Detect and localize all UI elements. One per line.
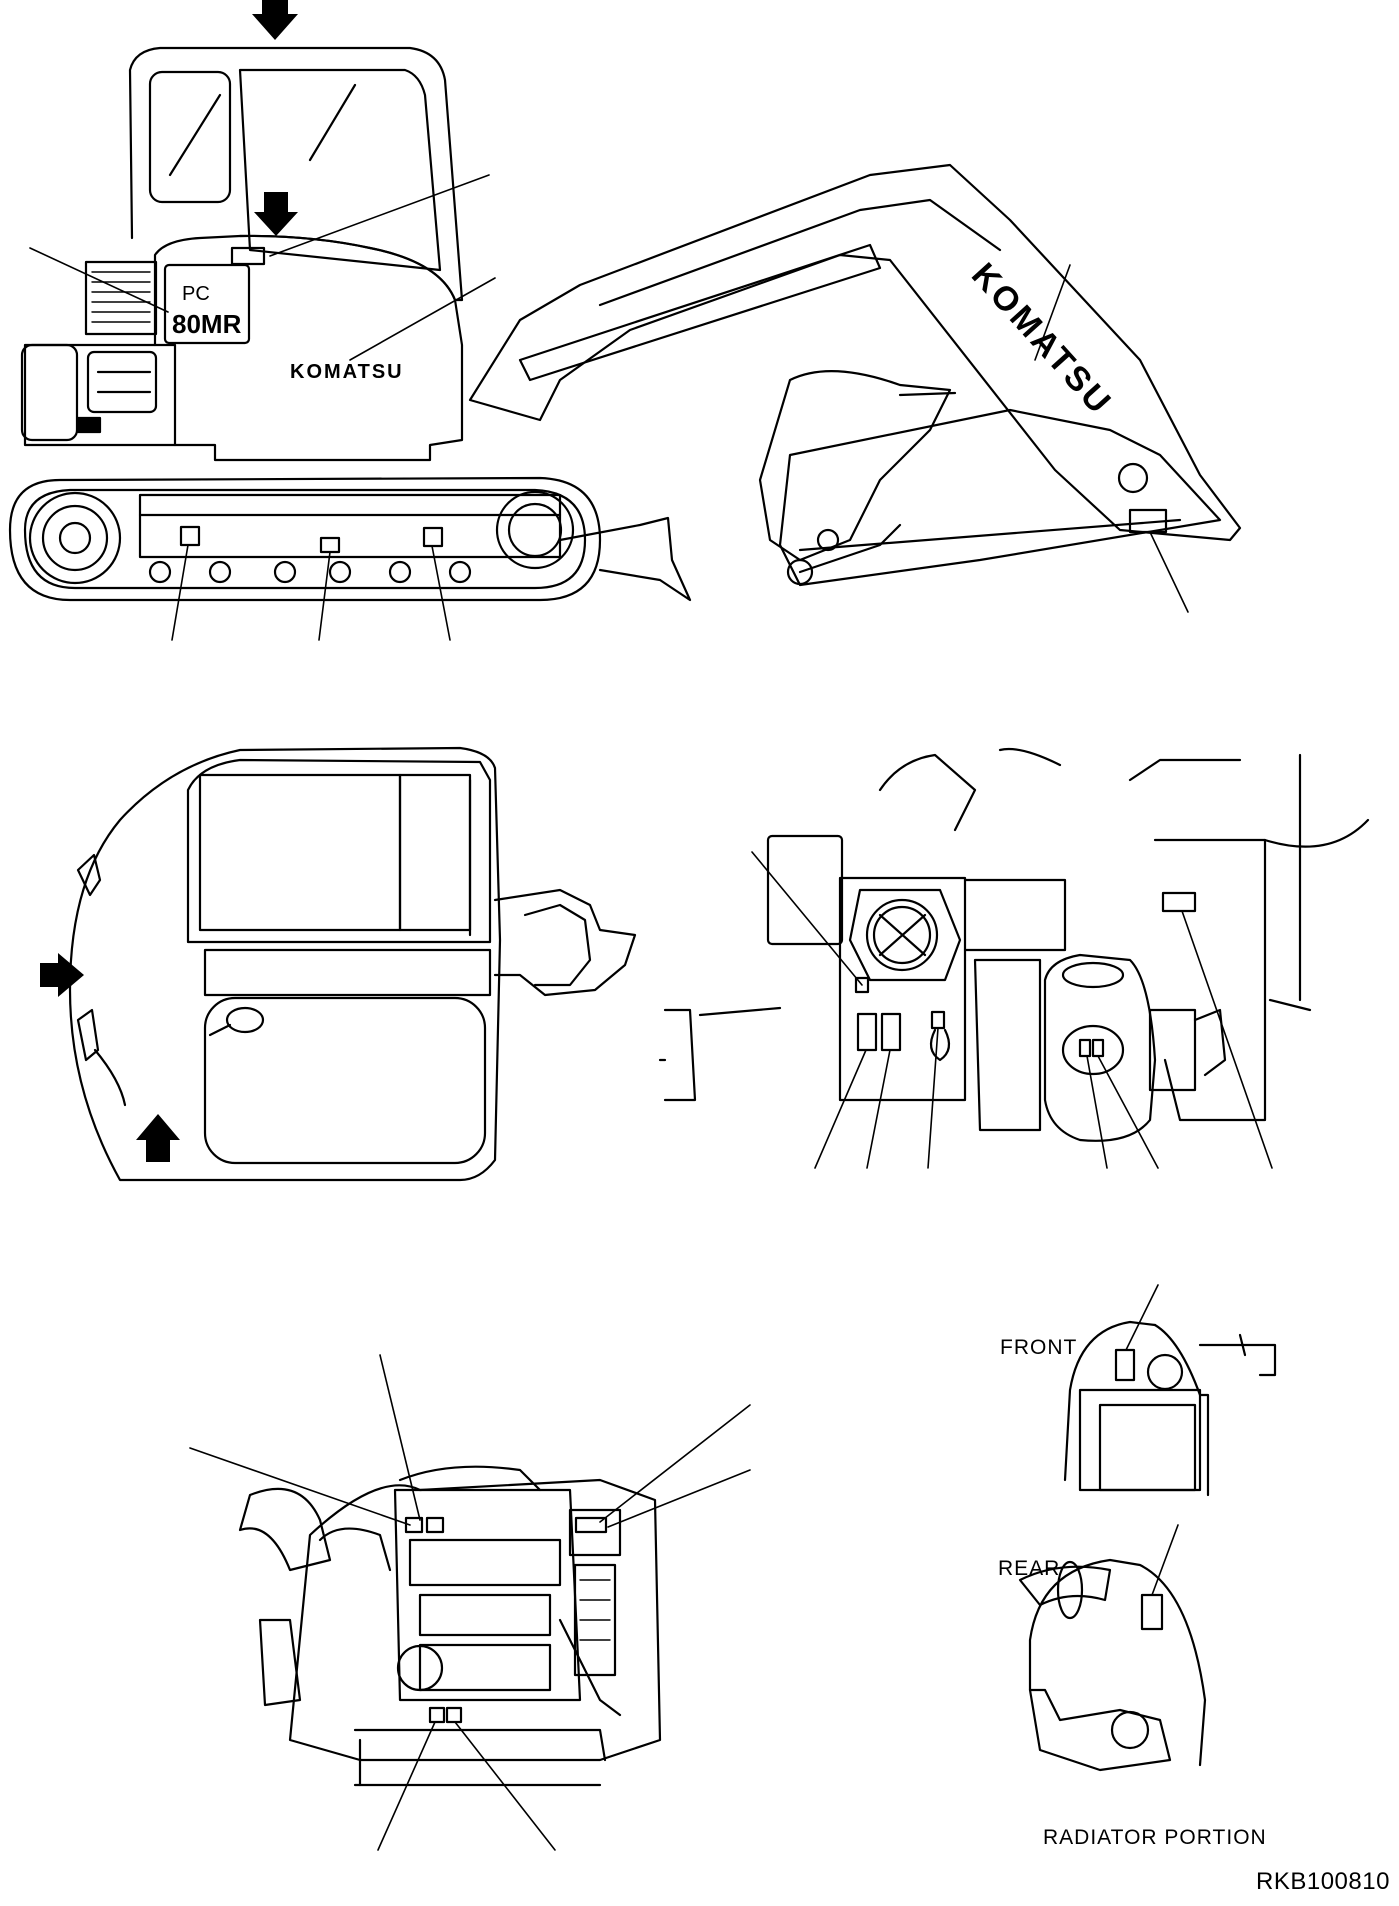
body-outline-top <box>68 746 502 1182</box>
counterweight <box>20 343 79 442</box>
side-vent <box>86 350 158 414</box>
hose <box>1018 1565 1112 1607</box>
decal-radiator-front <box>1114 1348 1136 1382</box>
boom-bracket <box>493 888 637 997</box>
radiator-cap <box>1146 1353 1184 1391</box>
decal-radiator-rear <box>1140 1593 1164 1631</box>
radiator-outline-front <box>1063 1320 1157 1482</box>
decal-right-panel <box>1161 891 1197 913</box>
decal-arm <box>1128 508 1168 534</box>
cab-window-rear <box>148 70 232 204</box>
sprocket-wheel <box>495 490 575 570</box>
arrow-icon <box>40 953 84 997</box>
decal-panel-2 <box>880 1012 902 1052</box>
fuel-cap <box>225 1006 265 1034</box>
engine-view <box>189 1354 751 1851</box>
decal-engine-1 <box>404 1516 424 1534</box>
cab-window-front <box>238 68 442 272</box>
hydraulic-tank <box>1043 953 1157 1142</box>
radiator-rear-view <box>1018 1524 1207 1772</box>
label-front: FRONT <box>1000 1336 1078 1359</box>
crawler-track <box>8 476 602 602</box>
decal-engine-3 <box>574 1516 608 1534</box>
arrow-icon <box>252 0 298 40</box>
crank-pulley <box>396 1644 444 1692</box>
decal-track-1 <box>179 525 201 547</box>
boom <box>468 163 1242 542</box>
intake-pipe <box>238 1487 332 1572</box>
decal-tank-2 <box>1091 1038 1105 1058</box>
leader-line <box>1151 1524 1179 1596</box>
alternator <box>568 1508 622 1557</box>
label-rear: REAR <box>998 1557 1061 1580</box>
decal-panel-1 <box>856 1012 878 1052</box>
track-frame <box>138 493 562 559</box>
cab-roof <box>186 758 492 944</box>
arrow-icon <box>136 1114 180 1162</box>
leader-line <box>751 851 1273 1169</box>
side-view: PC 80MR KOMATSU KOMATSU <box>8 0 1242 641</box>
leader-line <box>189 1354 751 1851</box>
brand-decal-body: KOMATSU <box>290 361 404 383</box>
decal-track-2 <box>319 536 341 554</box>
engine-grille <box>84 260 158 336</box>
model-line2: 80MR <box>172 309 242 339</box>
top-view <box>40 746 637 1182</box>
arrow-icon <box>254 192 298 236</box>
decal-engine-4 <box>428 1706 446 1724</box>
decal-cab-side <box>230 246 266 266</box>
decal-filter <box>854 976 870 994</box>
idler-wheel <box>28 491 122 585</box>
decal-track-3 <box>422 526 444 548</box>
leader-line <box>29 174 1189 641</box>
decal-engine-5 <box>445 1706 463 1724</box>
decal-engine-2 <box>425 1516 445 1534</box>
arm <box>778 408 1222 587</box>
operator-cab <box>128 46 464 302</box>
decal-panel-3 <box>930 1010 946 1030</box>
model-line1: PC <box>182 283 210 305</box>
track-rollers <box>148 560 472 584</box>
decal-tank-1 <box>1078 1038 1092 1058</box>
engine-block <box>393 1488 582 1702</box>
oil-filter <box>848 888 962 982</box>
radiator-front-view <box>1063 1284 1277 1497</box>
pump-compartment-view <box>658 747 1370 1169</box>
engine-hood-top <box>203 996 487 1165</box>
boom-cylinder <box>518 243 882 382</box>
label-radiator-portion: RADIATOR PORTION <box>1043 1826 1267 1849</box>
leader-line <box>1125 1284 1159 1351</box>
drawing-code: RKB100810 <box>1256 1868 1390 1895</box>
dozer-blade <box>558 516 692 602</box>
model-badge <box>163 263 251 345</box>
radiator-outline-rear <box>1028 1558 1207 1767</box>
cab-window-top <box>198 773 402 932</box>
